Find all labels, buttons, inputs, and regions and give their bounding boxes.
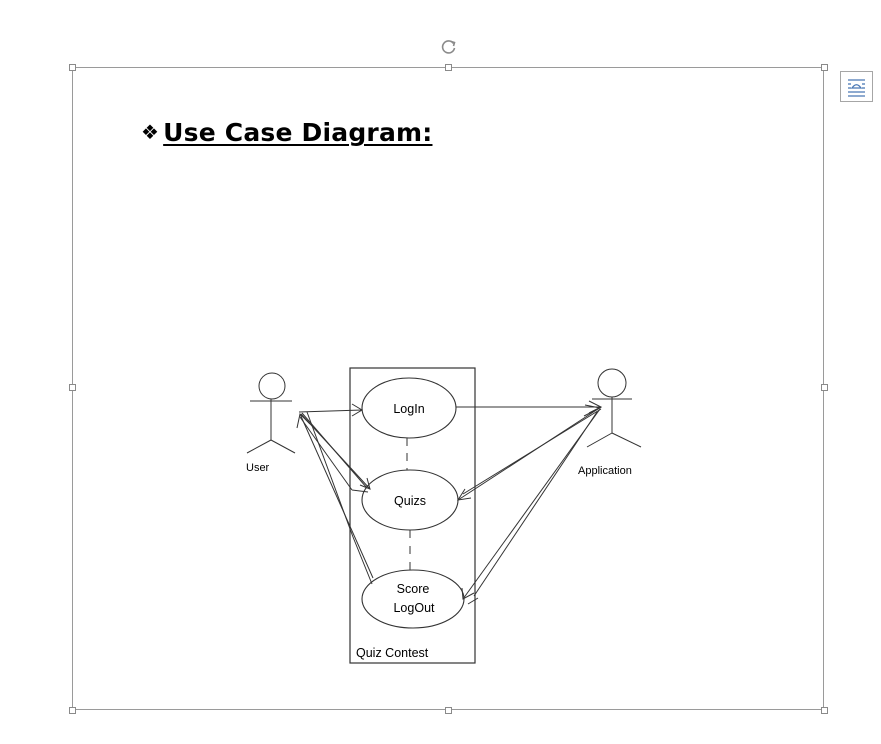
actor-user-label: User <box>246 462 270 474</box>
system-boundary-label: Quiz Contest <box>356 646 429 660</box>
use-case-quizs-label: Quizs <box>394 494 426 508</box>
use-case-score-label: Score <box>397 582 430 596</box>
actor-application <box>586 368 642 448</box>
resize-handle-bottom-center[interactable] <box>445 707 452 714</box>
user-associations <box>296 403 374 585</box>
resize-handle-middle-right[interactable] <box>821 384 828 391</box>
use-case-login <box>361 377 457 439</box>
layout-options-icon <box>848 79 865 97</box>
resize-handle-middle-left[interactable] <box>69 384 76 391</box>
resize-handle-top-center[interactable] <box>445 64 452 71</box>
resize-handle-bottom-right[interactable] <box>821 707 828 714</box>
application-associations <box>456 400 603 605</box>
use-case-logout-label: LogOut <box>393 601 435 615</box>
actor-application-label: Application <box>578 465 632 477</box>
resize-handle-top-right[interactable] <box>821 64 828 71</box>
bullet-diamond-icon: ❖ <box>141 120 160 144</box>
system-boundary <box>349 367 476 664</box>
resize-handle-top-left[interactable] <box>69 64 76 71</box>
resize-handle-bottom-left[interactable] <box>69 707 76 714</box>
actor-user <box>246 372 296 454</box>
use-case-score-logout <box>361 569 465 629</box>
rotate-icon[interactable] <box>440 38 458 56</box>
section-heading: ❖Use Case Diagram: <box>141 118 432 147</box>
layout-options-button[interactable] <box>840 71 873 102</box>
heading-text: Use Case Diagram: <box>163 118 433 147</box>
use-case-login-label: LogIn <box>393 402 424 416</box>
